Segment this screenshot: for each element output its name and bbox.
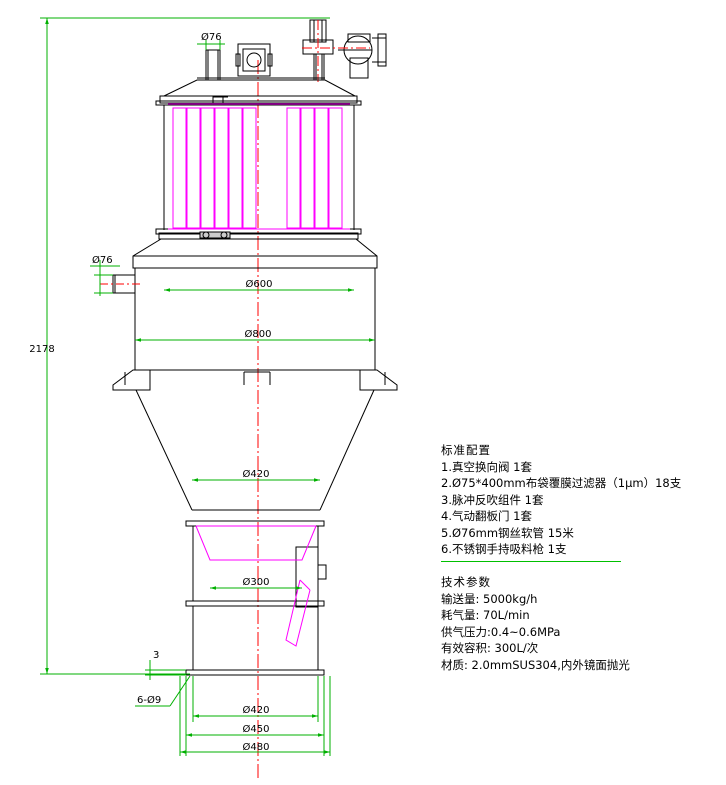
dim-lower-420: Ø420 [243, 704, 270, 716]
dim-body-800: Ø800 [245, 328, 272, 340]
dim-thickness: 3 [153, 650, 159, 661]
dim-flange-450: Ø450 [243, 723, 270, 735]
tech-item-2: 耗气量: 70L/min [441, 608, 530, 622]
dim-side-port: Ø76 [92, 254, 113, 266]
tech-params-notes: 技术参数 输送量: 5000kg/h 耗气量: 70L/min 供气压力:0.4… [441, 574, 630, 673]
standard-config-title: 标准配置 [441, 443, 491, 457]
dimension-lines [40, 17, 375, 756]
dim-flange-480: Ø480 [243, 741, 270, 753]
cone [135, 389, 375, 511]
standard-item-5: 5.Ø76mm钢丝软管 15米 [441, 525, 574, 540]
flap-gate [195, 525, 317, 647]
dim-inner-600: Ø600 [246, 278, 273, 290]
standard-item-1: 1.真空换向阀 1套 [441, 459, 532, 474]
lower-hopper [185, 520, 327, 676]
dim-cone-outlet-420: Ø420 [243, 468, 270, 480]
tech-item-4: 有效容积: 300L/次 [441, 641, 539, 655]
standard-item-3: 3.脉冲反吹组件 1套 [441, 492, 544, 507]
filter-clamps [199, 231, 231, 239]
notes-divider [441, 561, 621, 562]
standard-item-4: 4.气动翻板门 1套 [441, 509, 532, 523]
dim-bolt-spec: 6-Ø9 [137, 694, 161, 706]
standard-config-notes: 标准配置 1.真空换向阀 1套 2.Ø75*400mm布袋覆膜过滤器（1μm）1… [441, 442, 681, 558]
dim-flap-300: Ø300 [243, 576, 270, 588]
dim-top-port: Ø76 [201, 31, 222, 43]
standard-item-2: 2.Ø75*400mm布袋覆膜过滤器（1μm）18支 [441, 476, 682, 490]
tech-params-title: 技术参数 [441, 575, 491, 589]
filter-chamber [155, 96, 362, 240]
filter-bags [168, 103, 350, 230]
standard-item-6: 6.不锈钢手持吸料枪 1支 [441, 542, 567, 556]
dim-overall-height: 2178 [29, 344, 54, 355]
tech-item-1: 输送量: 5000kg/h [441, 591, 538, 606]
upper-body [112, 238, 398, 391]
tech-item-5: 材质: 2.0mmSUS304,内外镜面抛光 [441, 657, 630, 672]
top-fittings [205, 19, 387, 81]
top-dome [155, 77, 362, 106]
tech-item-3: 供气压力:0.4~0.6MPa [441, 624, 561, 639]
